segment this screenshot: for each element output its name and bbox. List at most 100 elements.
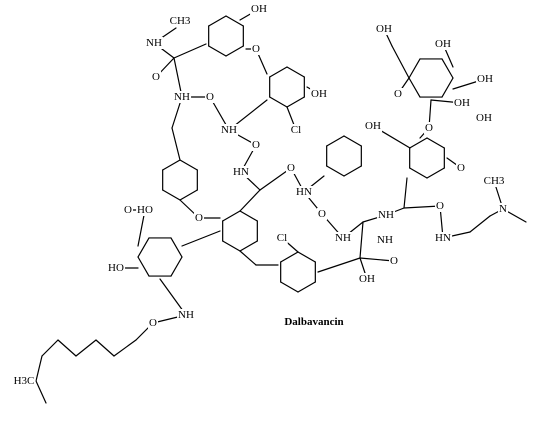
carbonyl-o-4: O bbox=[286, 162, 296, 174]
amide-nh-2: NH bbox=[220, 124, 238, 136]
bond bbox=[280, 251, 299, 263]
bond bbox=[469, 215, 491, 233]
bond bbox=[181, 230, 221, 247]
bond bbox=[239, 210, 258, 222]
bond bbox=[95, 339, 115, 357]
bond bbox=[317, 257, 361, 273]
amide-nh-8: NH bbox=[177, 309, 195, 321]
bond bbox=[326, 165, 345, 177]
mannose-oh-1: OH bbox=[434, 38, 452, 50]
bond bbox=[225, 45, 244, 57]
carbonyl-o-2: O bbox=[205, 91, 215, 103]
bond bbox=[286, 66, 305, 78]
carbonyl-o-1: O bbox=[151, 71, 161, 83]
bond bbox=[426, 137, 445, 149]
amide-nh-5: NH bbox=[334, 232, 352, 244]
bond bbox=[239, 250, 257, 266]
phenol-oh-ring5-right: O bbox=[456, 162, 466, 174]
bond bbox=[113, 339, 137, 357]
bond bbox=[297, 251, 316, 263]
amide-nh-6: NH bbox=[377, 209, 395, 221]
bond bbox=[259, 167, 292, 191]
bond bbox=[239, 240, 258, 252]
beta-hydroxyl-oh: OH bbox=[358, 273, 376, 285]
phenol-top-oh: OH bbox=[250, 3, 268, 15]
dimethylamine-n: N bbox=[498, 203, 508, 215]
bond bbox=[137, 256, 150, 277]
bond bbox=[170, 256, 183, 277]
bond bbox=[173, 57, 183, 98]
bond bbox=[137, 237, 150, 258]
bond bbox=[343, 165, 362, 177]
compound-name: Dalbavancin bbox=[284, 316, 344, 328]
bond bbox=[57, 339, 77, 357]
glycosidic-oxygen-mannose: O bbox=[424, 122, 434, 134]
bond bbox=[208, 45, 227, 57]
mannose-oh-3: OH bbox=[453, 97, 471, 109]
bond bbox=[162, 159, 181, 171]
bond bbox=[35, 380, 47, 404]
carbonyl-o-7: O bbox=[389, 255, 399, 267]
amide-hn-3: HN bbox=[232, 166, 250, 178]
acyl-carbonyl-o: O bbox=[148, 317, 158, 329]
bond bbox=[441, 77, 454, 98]
carbonyl-o-6: O bbox=[435, 200, 445, 212]
bond bbox=[269, 66, 288, 78]
bond bbox=[326, 135, 345, 147]
chlorine-lower: Cl bbox=[275, 232, 289, 244]
bond bbox=[222, 210, 241, 222]
bond bbox=[75, 339, 97, 357]
bond bbox=[171, 127, 181, 161]
bond bbox=[426, 167, 445, 179]
amide-hn-8: HN bbox=[434, 232, 452, 244]
amide-nh-7: NH bbox=[376, 234, 394, 246]
dimethylamine-ch3-1: CH3 bbox=[482, 175, 506, 187]
mannose-ch2-oh: OH bbox=[375, 23, 393, 35]
amide-nh-1: NH bbox=[173, 91, 191, 103]
bond bbox=[403, 205, 441, 209]
mannose-oh-2: OH bbox=[476, 73, 494, 85]
bond bbox=[441, 58, 454, 79]
ether-oxygen-left: O bbox=[194, 212, 204, 224]
bond bbox=[208, 15, 227, 27]
bond bbox=[359, 257, 395, 262]
acid-oh: HO bbox=[136, 204, 154, 216]
phenol-oh-ring3: OH bbox=[310, 88, 328, 100]
bond bbox=[222, 240, 241, 252]
bond bbox=[179, 189, 198, 201]
methyl-amine-nh: NH bbox=[145, 37, 163, 49]
bond bbox=[343, 135, 362, 147]
bond bbox=[41, 339, 59, 357]
carbonyl-o-3: O bbox=[251, 139, 261, 151]
bond bbox=[173, 43, 207, 59]
bond bbox=[280, 281, 299, 293]
chlorine-upper: Cl bbox=[289, 124, 303, 136]
mannose-oh-4: OH bbox=[475, 112, 493, 124]
terminal-h3c: H3C bbox=[12, 375, 36, 387]
bond bbox=[408, 77, 421, 98]
bond bbox=[162, 189, 181, 201]
bond bbox=[35, 355, 43, 382]
bond bbox=[408, 58, 421, 79]
mannose-ring-oxygen: O bbox=[393, 88, 403, 100]
glucuronic-ho-1: HO bbox=[107, 262, 125, 274]
bond bbox=[409, 167, 428, 179]
bond bbox=[225, 15, 244, 27]
bond bbox=[286, 96, 305, 108]
methyl-amine-ch3: CH3 bbox=[168, 15, 192, 27]
bond bbox=[170, 237, 183, 258]
bond bbox=[179, 159, 198, 171]
phenol-oh-ring5-top: OH bbox=[364, 120, 382, 132]
bond bbox=[391, 45, 410, 79]
acid-carbonyl-o: O bbox=[123, 204, 133, 216]
bond bbox=[239, 189, 261, 212]
bond bbox=[269, 96, 288, 108]
bond bbox=[359, 221, 364, 259]
bond bbox=[297, 281, 316, 293]
bond bbox=[409, 137, 428, 149]
amide-hn-4: HN bbox=[295, 186, 313, 198]
bond bbox=[403, 177, 408, 209]
bond bbox=[137, 209, 146, 247]
